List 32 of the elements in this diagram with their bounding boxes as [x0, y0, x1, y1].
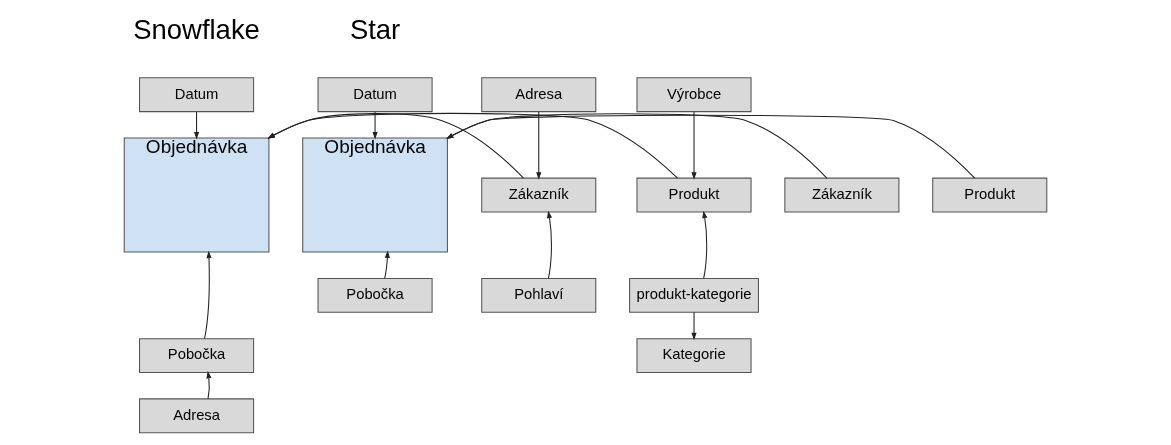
node-box: Produkt: [932, 177, 1048, 213]
node-box: Adresa: [139, 398, 255, 434]
node-box: Výrobce: [636, 77, 752, 113]
node-box: Objednávka: [302, 137, 448, 253]
arrow: [691, 311, 697, 341]
node-box: Pohlaví: [481, 277, 597, 313]
arrow: [547, 210, 553, 279]
node-box: Pobočka: [317, 277, 433, 313]
arrow: [193, 111, 200, 140]
arrow: [446, 114, 976, 179]
arrow: [536, 111, 542, 180]
node-box: Datum: [139, 77, 255, 113]
node-box: Pobočka: [139, 338, 255, 373]
arrow: [267, 113, 525, 179]
label: Snowflake: [133, 13, 260, 45]
label: Star: [349, 13, 401, 45]
arrow: [384, 250, 390, 279]
arrow: [372, 111, 378, 140]
node-box: produkt-kategorie: [629, 277, 759, 313]
arrow: [267, 112, 679, 179]
node-box: Zákazník: [481, 177, 597, 213]
arrow: [691, 111, 697, 180]
arrow: [204, 250, 212, 340]
node-box: Produkt: [636, 177, 752, 213]
node-box: Zákazník: [784, 177, 900, 213]
node-box: Objednávka: [123, 137, 270, 253]
arrow: [702, 210, 708, 279]
node-box: Kategorie: [636, 338, 752, 373]
node-box: Datum: [317, 77, 433, 113]
node-box: Adresa: [481, 77, 597, 113]
arrow: [446, 113, 828, 179]
arrow: [206, 370, 212, 400]
